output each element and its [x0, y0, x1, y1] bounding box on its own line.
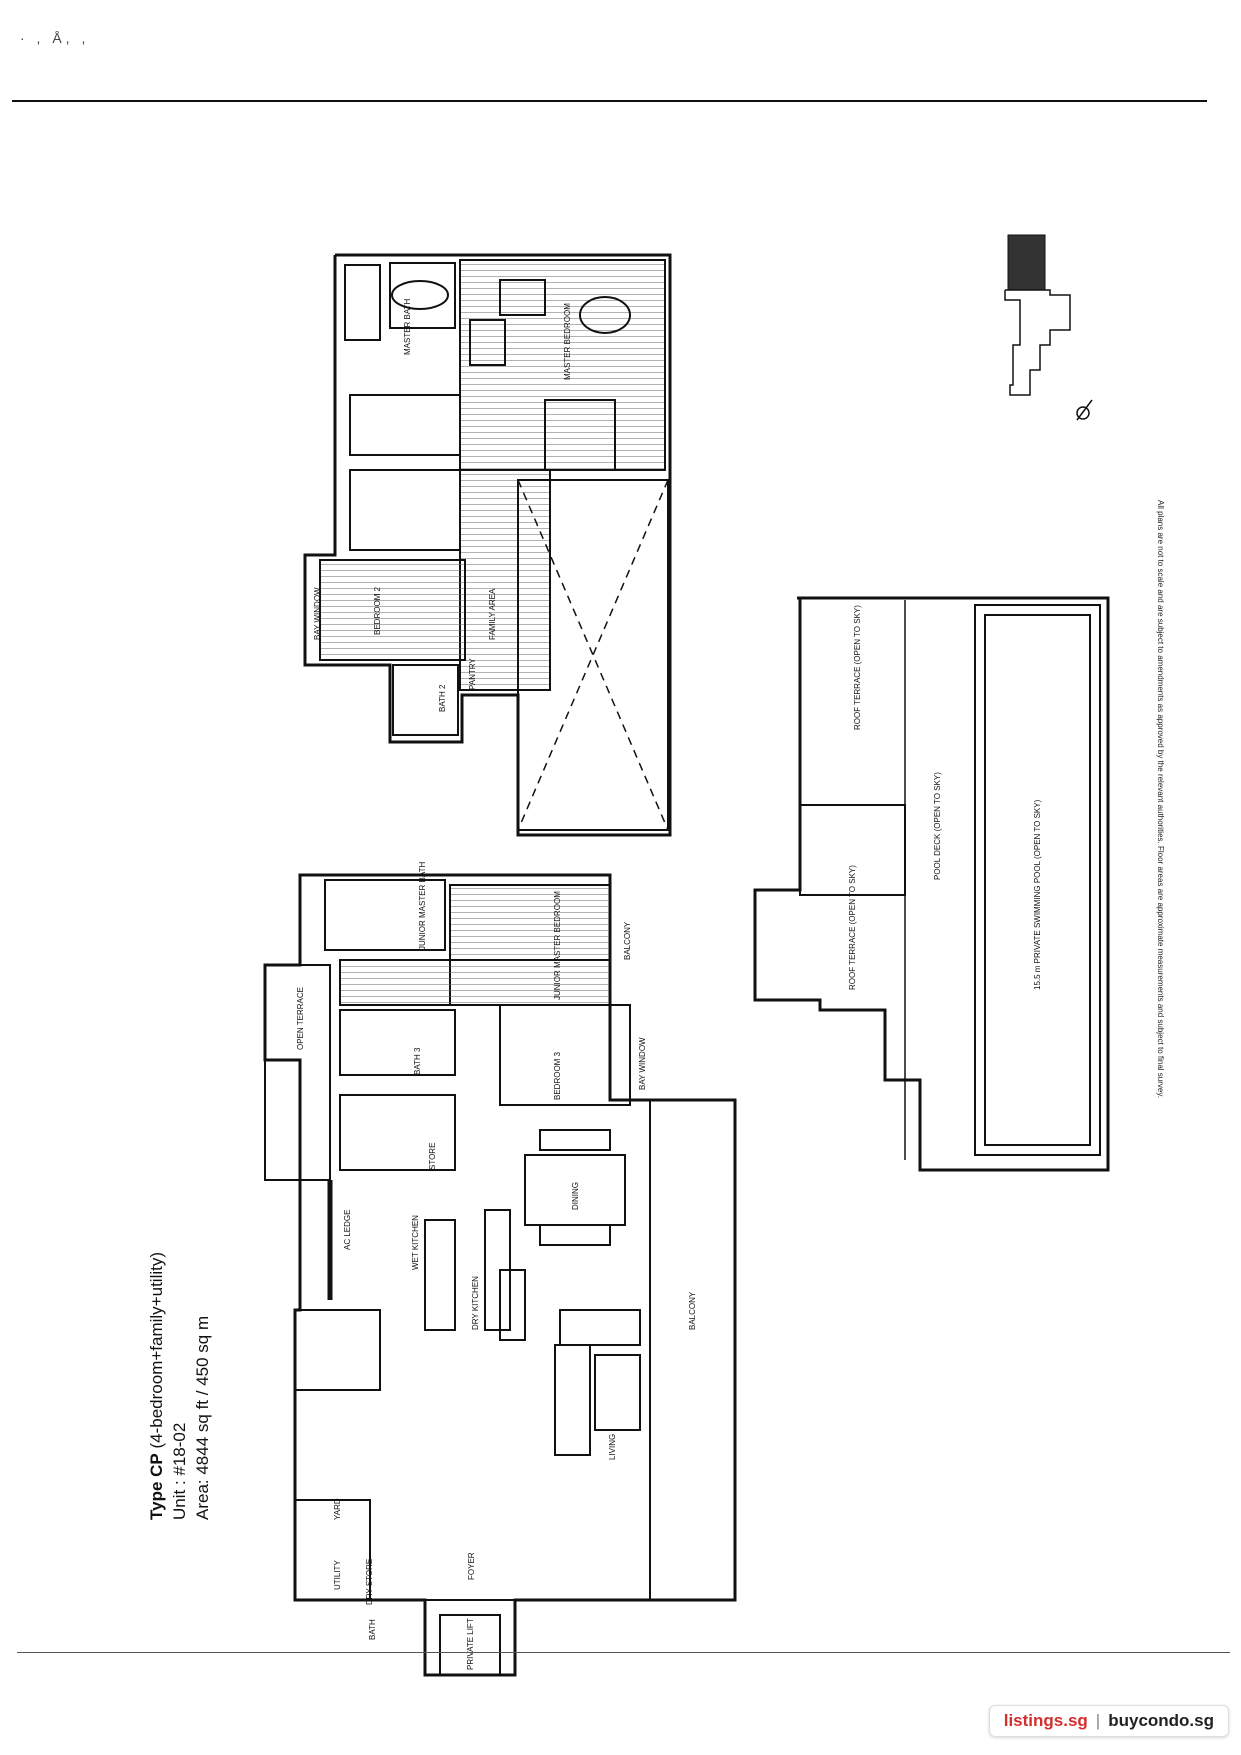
label-pool: 15.5 m PRIVATE SWIMMING POOL (OPEN TO SK… [1033, 799, 1042, 990]
label-master-bath: MASTER BATH [403, 298, 412, 355]
label-balcony: BALCONY [688, 1291, 697, 1330]
unit-number: Unit : #18-02 [170, 1422, 189, 1520]
label-foyer: FOYER [467, 1552, 476, 1580]
label-roof-terrace-1: ROOF TERRACE (OPEN TO SKY) [853, 605, 862, 730]
roof-floor [753, 596, 1110, 1172]
scan-specks: · , Å, , [20, 30, 90, 46]
label-bath-3: BATH 3 [413, 1047, 422, 1075]
label-living: LIVING [608, 1434, 617, 1460]
label-yard: YARD [333, 1498, 342, 1520]
label-family-area: FAMILY AREA [488, 588, 497, 640]
top-rule [12, 100, 1207, 102]
brand-buycondo[interactable]: buycondo.sg [1108, 1711, 1214, 1730]
label-pool-deck: POOL DECK (OPEN TO SKY) [933, 772, 942, 880]
label-master-bedroom: MASTER BEDROOM [563, 303, 572, 380]
unit-area: Area: 4844 sq ft / 450 sq m [193, 1315, 212, 1520]
label-bedroom-2: BEDROOM 2 [373, 586, 382, 635]
disclaimer-footnote: All plans are not to scale and are subje… [1156, 500, 1165, 1098]
branding-badge[interactable]: listings.sg | buycondo.sg [988, 1705, 1229, 1737]
unit-type: Type CP [147, 1453, 166, 1520]
upper-floor [303, 253, 672, 837]
lower-floor [263, 873, 737, 1677]
unit-type-desc: (4-bedroom+family+utility) [147, 1251, 166, 1454]
label-store: STORE [428, 1143, 437, 1170]
label-bay-window-lower: BAY WINDOW [638, 1037, 647, 1090]
label-private-lift: PRIVATE LIFT [466, 1618, 475, 1670]
label-junior-master-bath: JUNIOR MASTER BATH [418, 861, 427, 950]
label-roof-terrace-2: ROOF TERRACE (OPEN TO SKY) [848, 865, 857, 990]
label-bedroom-3: BEDROOM 3 [553, 1051, 562, 1100]
label-open-terrace: OPEN TERRACE [296, 987, 305, 1050]
label-bath-2: BATH 2 [438, 684, 447, 712]
brand-listings[interactable]: listings.sg [1003, 1711, 1088, 1730]
label-junior-master-bedroom: JUNIOR MASTER BEDROOM [553, 891, 562, 1000]
label-wet-kitchen: WET KITCHEN [411, 1215, 420, 1270]
unit-info: Type CP (4-bedroom+family+utility) Unit … [145, 1180, 214, 1520]
north-arrow-icon [1076, 399, 1093, 421]
label-dry-kitchen: DRY KITCHEN [471, 1276, 480, 1330]
key-plan [1004, 234, 1071, 396]
label-utility: UTILITY [333, 1560, 342, 1590]
label-pantry: PANTRY [468, 658, 477, 690]
bottom-rule [17, 1652, 1230, 1653]
label-bath: BATH [368, 1619, 377, 1640]
brand-separator: | [1095, 1711, 1101, 1730]
label-dry-store: DRY STORE [365, 1559, 374, 1605]
label-balcony-2: BALCONY [623, 921, 632, 960]
label-ac-ledge: AC LEDGE [343, 1210, 352, 1250]
label-dining: DINING [571, 1182, 580, 1210]
label-bay-window-upper: BAY WINDOW [313, 587, 322, 640]
